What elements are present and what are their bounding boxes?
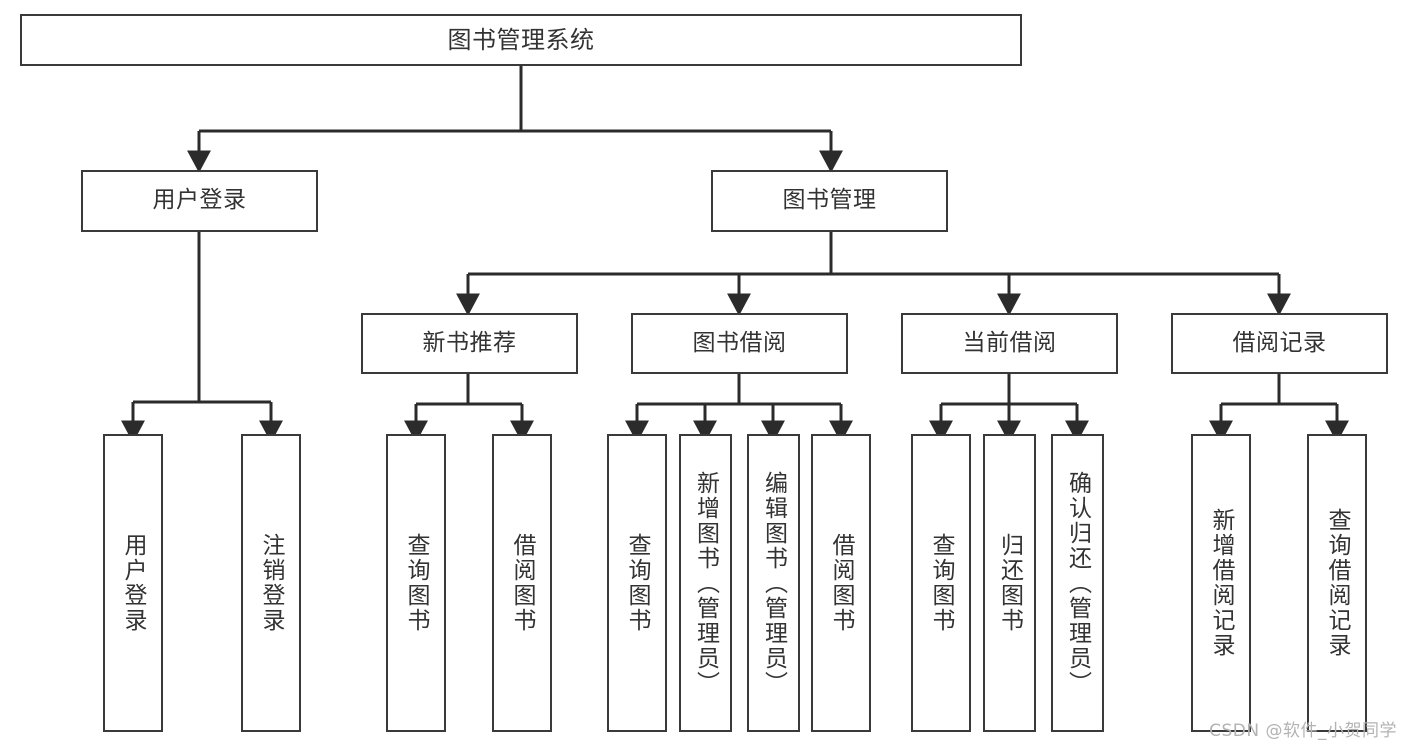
node-current-borrow[interactable]: 当前借阅 (901, 313, 1118, 374)
node-label: 查询图书 (928, 533, 955, 633)
node-label: 查询图书 (403, 533, 430, 633)
leaf-add-book[interactable]: 新增图书（管理员） (679, 434, 732, 732)
node-label: 用户登录 (120, 533, 147, 633)
node-label: 确认归还（管理员） (1064, 470, 1091, 696)
leaf-borrow-book-2[interactable]: 借阅图书 (811, 434, 871, 732)
leaf-confirm-return[interactable]: 确认归还（管理员） (1051, 434, 1104, 732)
leaf-borrow-book-1[interactable]: 借阅图书 (492, 434, 552, 732)
node-label: 新增图书（管理员） (692, 470, 719, 696)
node-label: 当前借阅 (962, 329, 1057, 356)
node-new-book-rec[interactable]: 新书推荐 (361, 313, 578, 374)
leaf-user-logout[interactable]: 注销登录 (241, 434, 301, 732)
node-root-system[interactable]: 图书管理系统 (20, 14, 1022, 66)
node-label: 借阅图书 (509, 533, 536, 633)
node-borrow-record[interactable]: 借阅记录 (1171, 313, 1388, 374)
node-label: 归还图书 (996, 533, 1023, 633)
node-user-login[interactable]: 用户登录 (81, 170, 318, 232)
node-label: 借阅记录 (1232, 329, 1327, 356)
node-label: 用户登录 (152, 187, 247, 214)
leaf-return-book[interactable]: 归还图书 (983, 434, 1036, 732)
leaf-query-record[interactable]: 查询借阅记录 (1307, 434, 1367, 732)
node-label: 注销登录 (258, 533, 285, 633)
node-label: 查询借阅记录 (1324, 508, 1351, 658)
node-label: 图书借阅 (692, 329, 787, 356)
leaf-edit-book[interactable]: 编辑图书（管理员） (747, 434, 800, 732)
watermark-text: CSDN @软件_小贺同学 (1209, 721, 1397, 741)
node-label: 图书管理系统 (447, 25, 595, 54)
node-book-manage[interactable]: 图书管理 (711, 170, 948, 232)
leaf-add-record[interactable]: 新增借阅记录 (1191, 434, 1251, 732)
node-label: 查询图书 (624, 533, 651, 633)
node-label: 编辑图书（管理员） (760, 470, 787, 696)
node-label: 新书推荐 (422, 329, 517, 356)
node-book-borrow[interactable]: 图书借阅 (631, 313, 848, 374)
leaf-query-book-2[interactable]: 查询图书 (607, 434, 667, 732)
node-label: 新增借阅记录 (1208, 508, 1235, 658)
node-label: 借阅图书 (828, 533, 855, 633)
leaf-user-login[interactable]: 用户登录 (103, 434, 163, 732)
node-label: 图书管理 (782, 187, 877, 214)
leaf-query-book-3[interactable]: 查询图书 (911, 434, 971, 732)
leaf-query-book-1[interactable]: 查询图书 (386, 434, 446, 732)
